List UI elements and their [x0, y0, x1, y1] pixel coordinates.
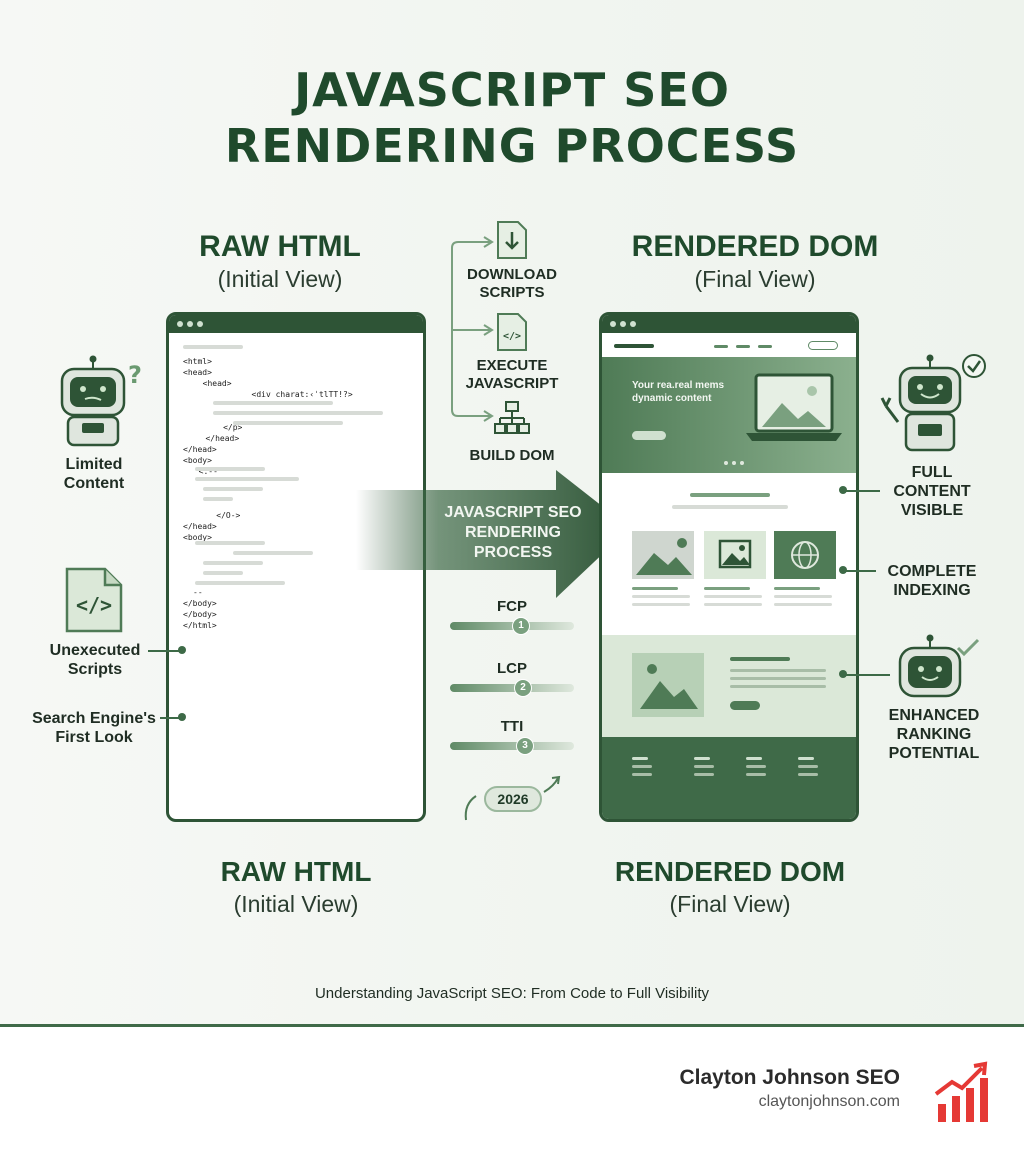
chart-logo-icon: [934, 1061, 988, 1122]
brand-url[interactable]: claytonjohnson.com: [758, 1093, 900, 1110]
metric-step-number: 2: [514, 679, 532, 697]
download-file-icon: [497, 221, 527, 259]
code-line: <head>: [193, 379, 232, 388]
code-placeholder: [195, 477, 275, 481]
svg-text:</>: </>: [503, 331, 521, 342]
limited-content-label: Limited Content: [63, 456, 125, 492]
code-line: </p>: [199, 423, 243, 432]
code-placeholder: [195, 541, 265, 545]
code-placeholder: [203, 571, 243, 575]
complete-indexing-label: COMPLETE INDEXING: [887, 563, 977, 599]
footer: [0, 1027, 1024, 1154]
metric-step-number: 3: [516, 737, 534, 755]
checked-robot-icon: [898, 634, 980, 698]
code-line: <body>: [183, 456, 212, 465]
caption: Understanding JavaScript SEO: From Code …: [314, 985, 710, 1002]
step-build-dom: BUILD DOM: [469, 447, 555, 464]
svg-text:</>: </>: [76, 593, 112, 617]
footer-divider: [0, 1024, 1024, 1027]
code-placeholder: [213, 411, 383, 415]
year-badge: 2026: [484, 786, 542, 812]
step-connector: [451, 236, 494, 422]
code-line: </body>: [183, 599, 217, 608]
code-line: <body>: [183, 533, 212, 542]
step-execute-javascript: EXECUTE JAVASCRIPT: [465, 357, 559, 392]
code-placeholder: [259, 477, 299, 481]
raw-html-header: RAW HTML (Initial View): [199, 230, 361, 292]
metric-bar: [450, 684, 574, 692]
confused-robot-icon: ?: [60, 355, 142, 447]
laptop-icon: [746, 373, 842, 441]
code-line: </head>: [183, 522, 217, 531]
code-file-icon: </>: [497, 313, 527, 351]
happy-robot-icon: [880, 354, 986, 452]
card-globe: [774, 531, 836, 579]
unexecuted-scripts-label: Unexecuted Scripts: [49, 642, 141, 678]
code-line: </head>: [191, 434, 240, 443]
rendered-dom-header: RENDERED DOM (Final View): [631, 230, 879, 292]
code-line: </O->: [197, 511, 241, 520]
code-placeholder: [233, 421, 343, 425]
rendering-process-arrow: [356, 470, 630, 598]
card-image-2: [704, 531, 766, 579]
svg-text:?: ?: [128, 361, 142, 389]
rendered-dom-browser: Your rea.real mems dynamic content: [599, 312, 859, 822]
year-badge-swoosh: [464, 775, 561, 821]
code-placeholder: [213, 401, 333, 405]
code-placeholder: [233, 551, 313, 555]
rendered-dom-footer-label: RENDERED DOM (Final View): [614, 856, 846, 917]
step-download-scripts: DOWNLOAD SCRIPTS: [467, 266, 557, 301]
code-placeholder: [203, 497, 233, 501]
ranking-potential-label: ENHANCED RANKING POTENTIAL: [888, 707, 980, 762]
metric-label: FCP: [497, 598, 527, 615]
hero-section: Your rea.real mems dynamic content: [602, 357, 856, 473]
brand-name: Clayton Johnson SEO: [679, 1066, 900, 1089]
arrow-label: JAVASCRIPT SEO RENDERING PROCESS: [444, 504, 582, 561]
footer-section: [602, 737, 856, 819]
code-line: </html>: [183, 621, 217, 630]
metric-bar: [450, 742, 574, 750]
metric-label: LCP: [497, 660, 527, 677]
metric-step-number: 1: [512, 617, 530, 635]
code-file-icon: </>: [65, 567, 123, 633]
code-line: <div charat:‹ˈtlTT!?>: [213, 390, 353, 399]
code-line: <head>: [183, 368, 212, 377]
metric-label: TTI: [500, 718, 524, 735]
first-look-label: Search Engine's First Look: [32, 710, 156, 746]
code-line: <html>: [183, 357, 212, 366]
code-placeholder: [195, 581, 285, 585]
code-line: <:--: [189, 467, 218, 476]
code-placeholder: [203, 561, 263, 565]
feature-section: [602, 635, 856, 737]
page-title: JAVASCRIPT SEO RENDERING PROCESS: [224, 63, 800, 173]
full-content-visible-label: FULL CONTENT VISIBLE: [893, 464, 971, 519]
code-line: --: [193, 588, 203, 597]
code-line: </body>: [183, 610, 217, 619]
code-line: </head>: [183, 445, 217, 454]
raw-html-footer-label: RAW HTML (Initial View): [220, 856, 372, 917]
code-placeholder: [203, 487, 263, 491]
sitemap-icon: [494, 401, 530, 434]
card-image-1: [632, 531, 694, 579]
code-placeholder: [195, 467, 265, 471]
